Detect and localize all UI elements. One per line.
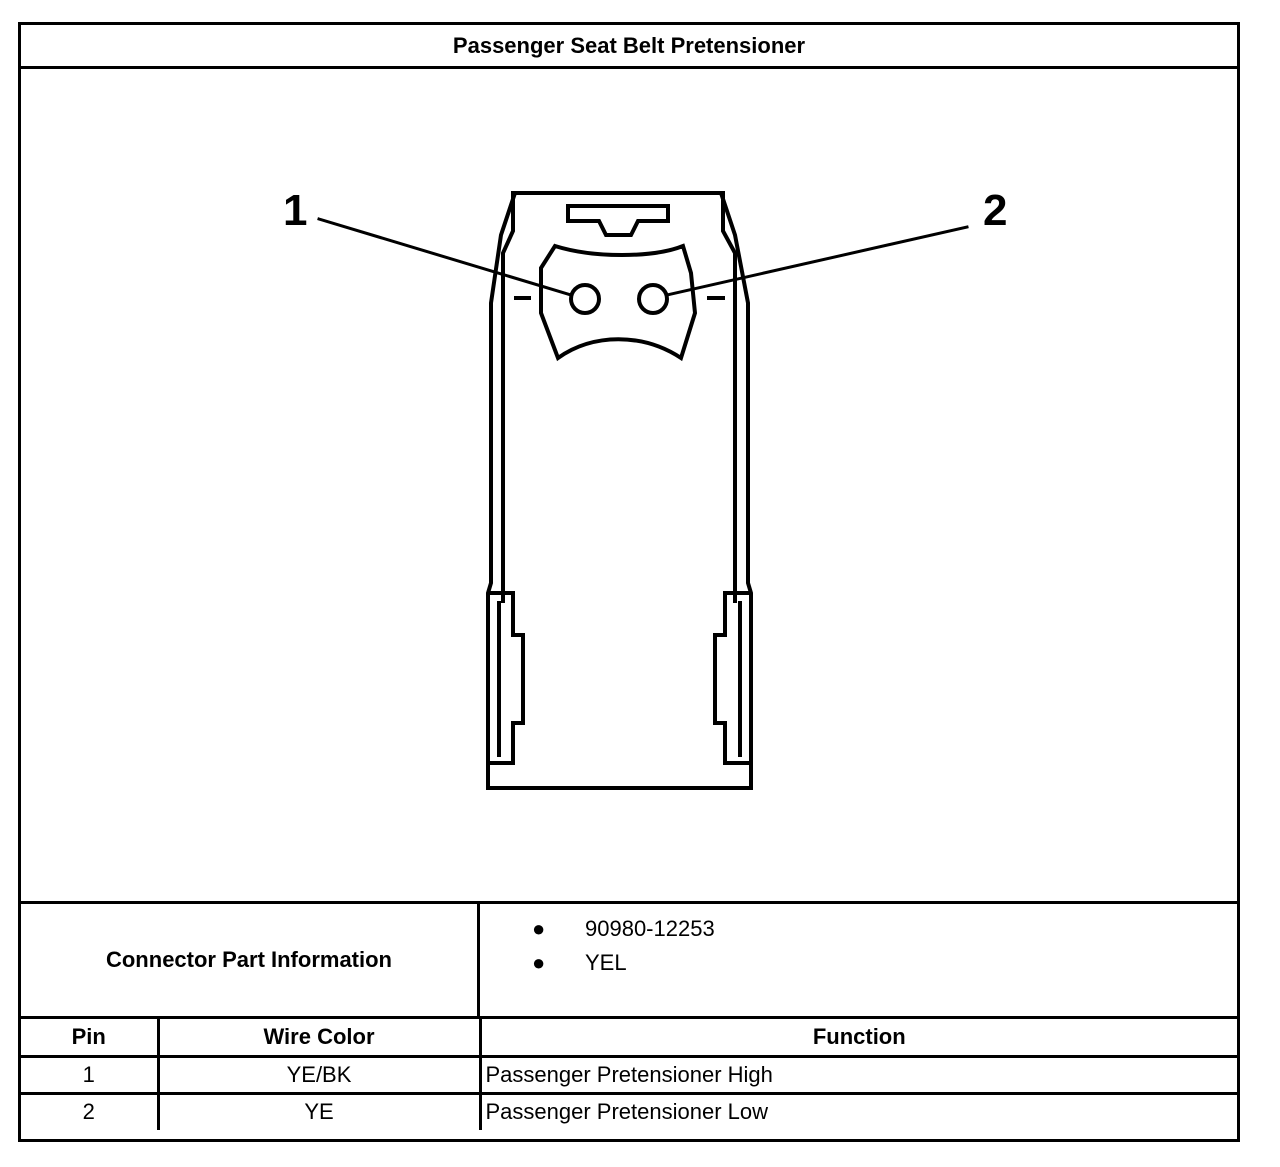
function-cell: Passenger Pretensioner Low [478, 1091, 1237, 1130]
connector-info-label: Connector Part Information [21, 904, 480, 1016]
function-cell: Passenger Pretensioner High [478, 1054, 1237, 1095]
table-row: 1 YE/BK Passenger Pretensioner High [21, 1054, 1237, 1095]
connector-diagram: 1 2 [21, 69, 1237, 901]
left-latch [489, 591, 525, 765]
pin-cell: 2 [21, 1091, 160, 1130]
callout-1-label: 1 [283, 186, 307, 235]
right-latch [713, 591, 750, 765]
pin-1-terminal [569, 283, 601, 315]
header-pin: Pin [21, 1019, 160, 1058]
callout-1-leader [317, 217, 573, 297]
pin-cell: 1 [21, 1054, 160, 1095]
connector-face-drawing: 1 2 [283, 186, 1007, 790]
bullet-icon: ● [532, 950, 546, 975]
connector-info-list: ● 90980-12253 ● YEL [480, 904, 1237, 1028]
pinout-table: Pin Wire Color Function 1 YE/BK Passenge… [21, 1019, 1237, 1130]
pin-2-terminal [637, 283, 669, 315]
wire-color-cell: YE [156, 1091, 482, 1130]
connector-info-item: ● 90980-12253 [480, 916, 1237, 950]
right-inner-rail [721, 191, 737, 585]
connector-info-row: Connector Part Information ● 90980-12253… [21, 901, 1237, 1019]
page-title: Passenger Seat Belt Pretensioner [21, 25, 1237, 69]
callout-2-leader [665, 225, 969, 297]
left-inner-rail [501, 191, 515, 585]
connector-info-item: ● YEL [480, 950, 1237, 984]
table-header-row: Pin Wire Color Function [21, 1019, 1237, 1058]
header-wire-color: Wire Color [156, 1019, 482, 1058]
connector-color: YEL [585, 950, 627, 975]
connector-sheet: Passenger Seat Belt Pretensioner [18, 22, 1240, 1142]
table-row: 2 YE Passenger Pretensioner Low [21, 1091, 1237, 1130]
bullet-icon: ● [532, 916, 546, 941]
latch-slot [566, 204, 670, 237]
wire-color-cell: YE/BK [156, 1054, 482, 1095]
terminal-cavity [539, 243, 698, 362]
part-number: 90980-12253 [585, 916, 715, 941]
callout-2-label: 2 [983, 186, 1007, 235]
header-function: Function [478, 1019, 1237, 1058]
